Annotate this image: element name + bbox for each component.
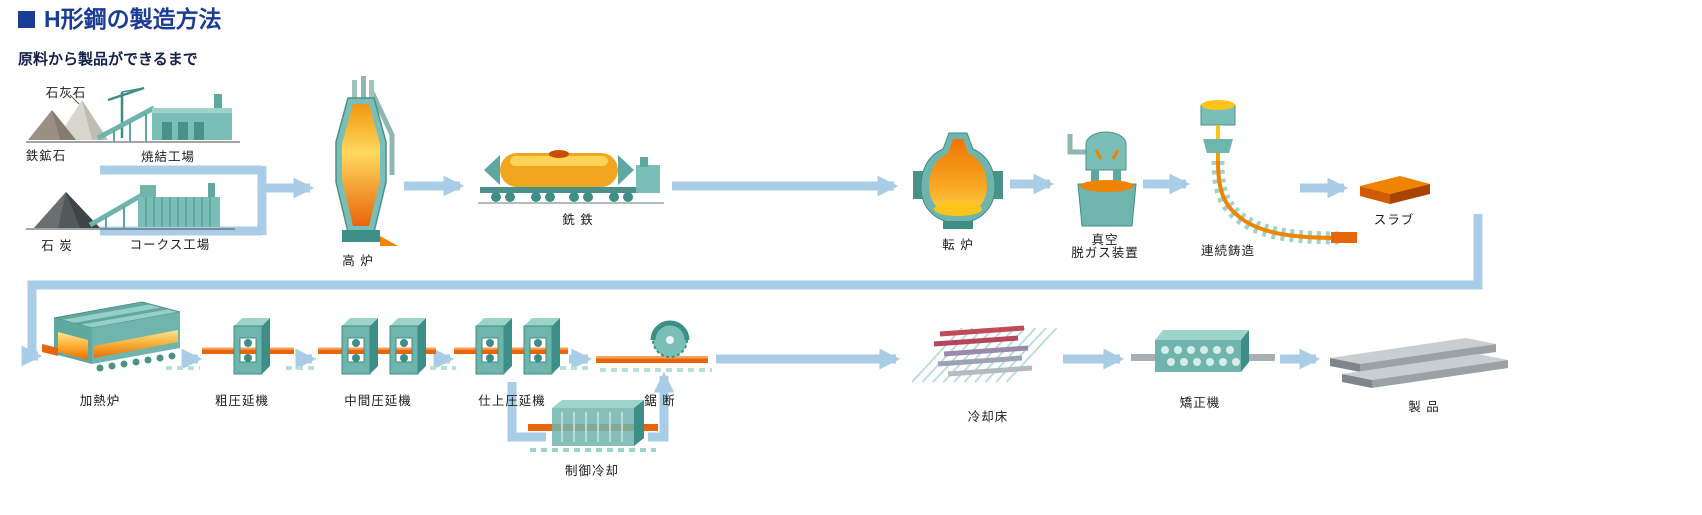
label-iron-ore: 鉄鉱石 xyxy=(25,149,67,163)
intermediate-mill-illustration xyxy=(318,317,436,375)
straightener-illustration xyxy=(1131,330,1275,372)
page-subtitle: 原料から製品ができるまで xyxy=(18,50,198,68)
vacuum-degasser-illustration xyxy=(1067,131,1137,227)
reheating-furnace-illustration xyxy=(42,301,181,372)
raw-material-baselines xyxy=(26,94,240,230)
label-finishing-mill: 仕上圧延機 xyxy=(478,394,546,408)
label-cooling-bed: 冷却床 xyxy=(967,410,1009,424)
cooling-bed-illustration xyxy=(911,325,1058,383)
continuous-caster-illustration xyxy=(1200,100,1357,245)
label-controlled-cooling: 制御冷却 xyxy=(564,464,620,478)
label-slab: スラブ xyxy=(1373,213,1415,227)
saw-illustration xyxy=(596,320,708,363)
label-intermediate-mill: 中間圧延機 xyxy=(344,394,412,408)
page-title-text: H形鋼の製造方法 xyxy=(44,6,222,32)
title-square-icon xyxy=(18,11,35,29)
label-continuous-casting: 連続鋳造 xyxy=(1200,244,1256,258)
label-vacuum-degasser-1: 真空 xyxy=(1091,233,1119,247)
product-illustration xyxy=(1330,338,1508,388)
label-sintering-plant: 焼結工場 xyxy=(140,150,196,164)
limestone-pile-illustration xyxy=(56,100,108,140)
label-straightening-machine: 矯正機 xyxy=(1179,396,1221,410)
flow-arrows xyxy=(21,165,1483,442)
label-pig-iron: 銑 鉄 xyxy=(562,213,594,227)
controlled-cooling-illustration xyxy=(528,400,658,452)
iron-ore-pile-illustration xyxy=(28,110,76,140)
sintering-plant-illustration xyxy=(96,86,232,142)
label-converter: 転 炉 xyxy=(942,238,974,252)
header: H形鋼の製造方法 原料から製品ができるまで xyxy=(18,6,222,69)
roughing-mill-illustration xyxy=(202,317,294,375)
converter-illustration xyxy=(913,132,1003,229)
label-product: 製 品 xyxy=(1408,400,1440,414)
label-leader-line xyxy=(69,94,80,105)
slab-illustration xyxy=(1360,176,1430,204)
label-coke-plant: コークス工場 xyxy=(129,238,211,252)
label-limestone: 石灰石 xyxy=(45,86,87,100)
label-sawing: 鋸 断 xyxy=(644,394,676,408)
roller-table-marks xyxy=(166,366,712,372)
page-title: H形鋼の製造方法 xyxy=(18,6,222,34)
label-vacuum-degasser-2: 脱ガス装置 xyxy=(1071,246,1139,260)
finishing-mill-illustration xyxy=(454,317,568,375)
blast-furnace-illustration xyxy=(335,76,398,246)
coal-pile-illustration xyxy=(34,192,100,228)
label-roughing-mill: 粗圧延機 xyxy=(214,394,270,408)
coke-plant-illustration xyxy=(88,183,220,228)
label-blast-furnace: 高 炉 xyxy=(342,254,374,268)
label-coal: 石 炭 xyxy=(41,239,73,253)
torpedo-car-illustration xyxy=(478,150,664,204)
label-reheating-furnace: 加熱炉 xyxy=(79,394,121,408)
